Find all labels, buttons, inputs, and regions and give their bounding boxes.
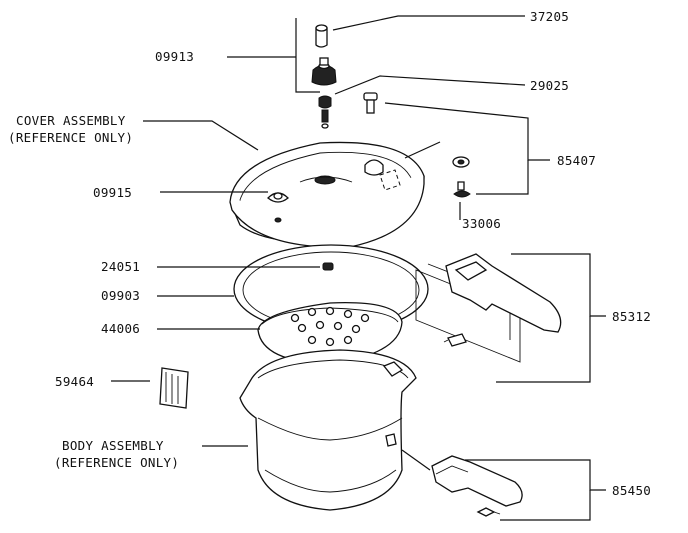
label-44006: 44006 [101, 321, 140, 336]
label-body-reference: (REFERENCE ONLY) [54, 455, 179, 470]
label-85407: 85407 [557, 153, 596, 168]
cooking-rack-part-44006 [257, 302, 403, 365]
label-24051: 24051 [101, 259, 140, 274]
sealing-ring-part-24051 [322, 262, 334, 271]
body-assembly [239, 349, 417, 511]
part-labels: 37205 09913 29025 COVER ASSEMBLY (REFERE… [8, 9, 651, 498]
screw-part-85407 [363, 92, 378, 114]
label-37205: 37205 [530, 9, 569, 24]
vent-pipe-part-37205 [315, 24, 328, 48]
body-handle-part-85450 [431, 455, 523, 517]
cover-handle-part-85312 [415, 253, 562, 363]
label-cover-reference: (REFERENCE ONLY) [8, 130, 133, 145]
label-85450: 85450 [612, 483, 651, 498]
label-85312: 85312 [612, 309, 651, 324]
washer-nut-part-33006 [452, 156, 471, 198]
cover-assembly [229, 141, 425, 248]
label-59464: 59464 [55, 374, 94, 389]
label-09913: 09913 [155, 49, 194, 64]
label-09903: 09903 [101, 288, 140, 303]
instruction-tag-part-59464 [159, 367, 189, 409]
label-09915: 09915 [93, 185, 132, 200]
pressure-regulator-part-09913 [311, 57, 337, 86]
label-33006: 33006 [462, 216, 501, 231]
label-cover-assembly: COVER ASSEMBLY [16, 113, 126, 128]
label-body-assembly: BODY ASSEMBLY [62, 438, 164, 453]
label-29025: 29025 [530, 78, 569, 93]
leader-lines [111, 15, 606, 521]
overpressure-plug-part-29025 [318, 95, 332, 129]
